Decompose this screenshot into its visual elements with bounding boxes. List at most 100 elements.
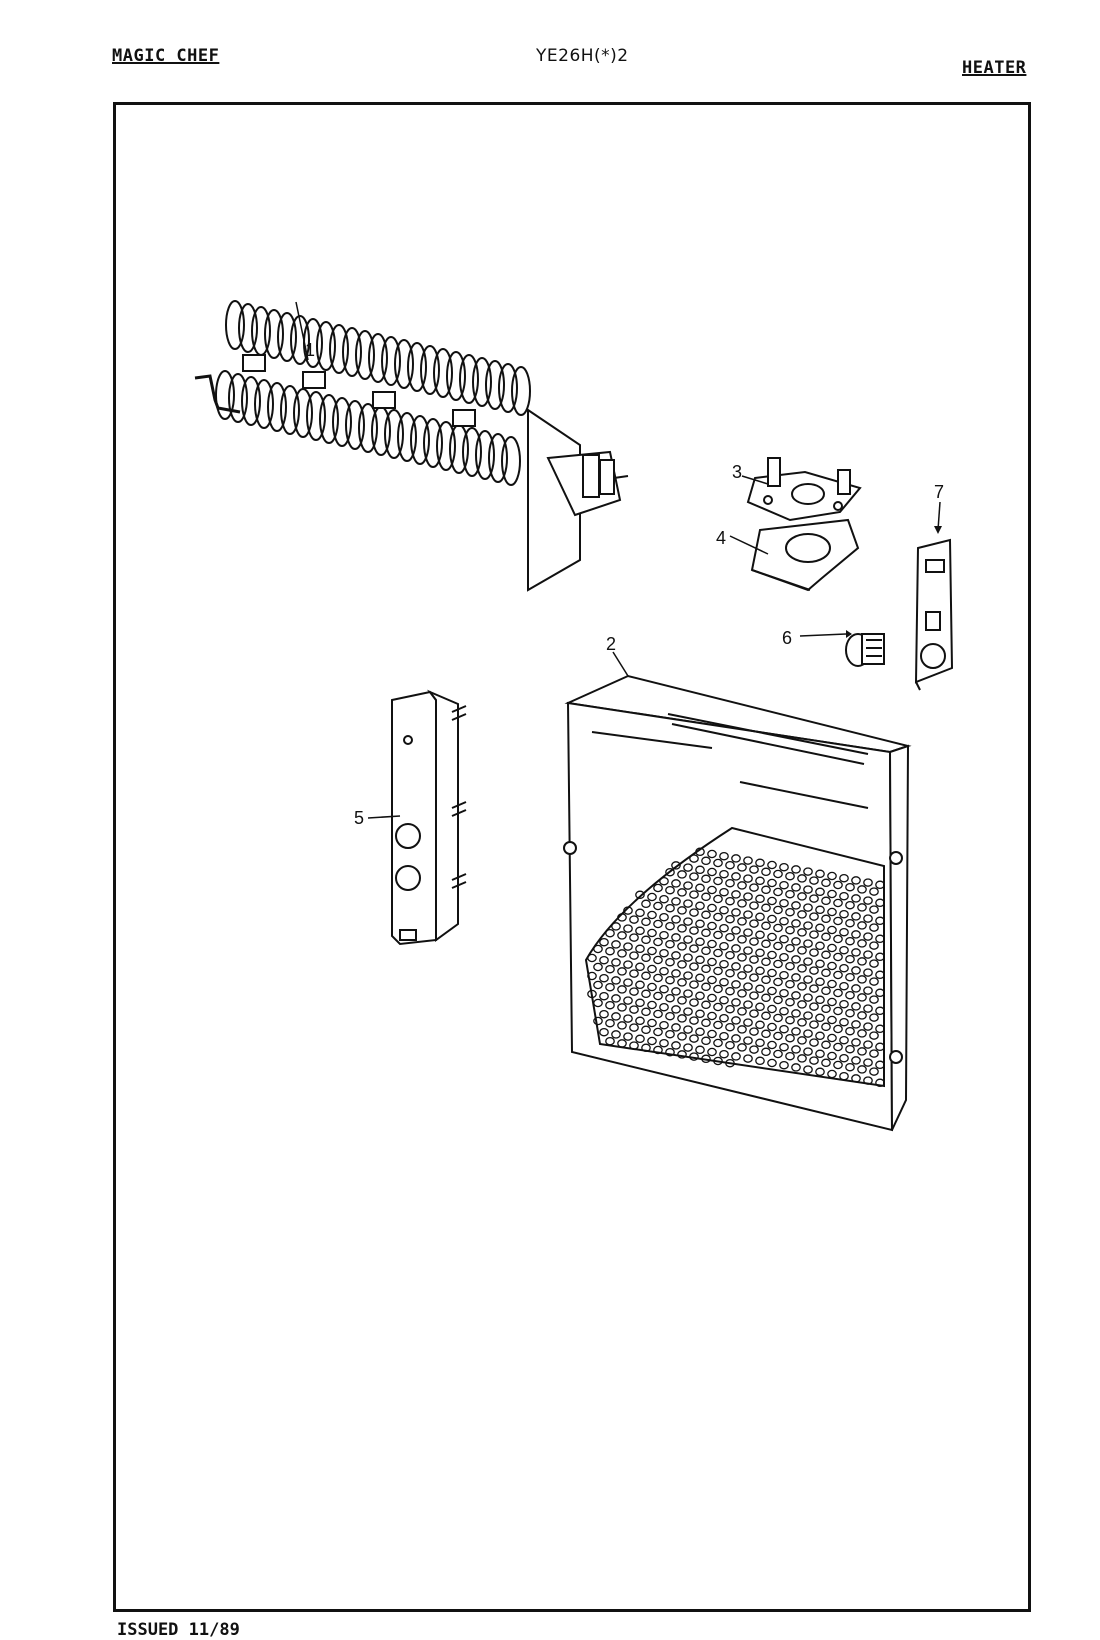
- perforation-hole: [701, 1000, 711, 1010]
- callout-4: 4: [716, 528, 726, 548]
- perforation-hole: [611, 922, 621, 931]
- perforation-hole: [731, 872, 741, 881]
- perforation-hole: [833, 1060, 843, 1070]
- perforation-hole: [635, 890, 645, 900]
- perforation-hole: [857, 975, 867, 984]
- perforation-hole: [695, 973, 705, 983]
- perforation-hole: [743, 892, 753, 901]
- perforation-hole: [719, 851, 729, 861]
- perforation-hole: [857, 921, 867, 930]
- perforation-hole: [797, 892, 807, 901]
- perforation-hole: [623, 960, 633, 969]
- perforation-hole: [683, 899, 693, 908]
- perforation-hole: [725, 1040, 735, 1050]
- perforation-hole: [611, 1030, 621, 1039]
- perforation-hole: [713, 858, 723, 868]
- perforation-hole: [737, 899, 747, 908]
- perforation-hole: [629, 969, 639, 978]
- perforation-hole: [857, 885, 867, 894]
- perforation-hole: [701, 1054, 711, 1064]
- perforation-hole: [719, 923, 729, 933]
- perforation-hole: [689, 872, 699, 881]
- perforation-hole: [809, 930, 819, 939]
- perforation-hole: [659, 912, 669, 922]
- perforation-hole: [851, 1020, 861, 1029]
- perforation-hole: [707, 957, 717, 967]
- perforation-hole: [803, 1047, 813, 1056]
- perforation-hole: [779, 952, 789, 962]
- perforation-hole: [767, 1058, 777, 1068]
- perforation-hole: [725, 932, 735, 942]
- perforation-hole: [593, 944, 603, 954]
- perforation-hole: [743, 1054, 753, 1063]
- perforation-hole: [875, 1024, 885, 1034]
- perforation-hole: [779, 916, 789, 926]
- perforation-hole: [647, 928, 657, 938]
- perforation-hole: [647, 892, 657, 902]
- perforation-hole: [821, 1058, 831, 1068]
- perforation-hole: [827, 1015, 837, 1025]
- perforation-hole: [779, 988, 789, 998]
- perforation-hole: [791, 1027, 801, 1036]
- perforation-hole: [773, 977, 783, 987]
- perforation-hole: [743, 928, 753, 937]
- perforation-hole: [755, 912, 765, 922]
- perforation-hole: [767, 1004, 777, 1014]
- perforation-hole: [707, 867, 717, 877]
- perforation-hole: [809, 1038, 819, 1047]
- perforation-hole: [665, 1011, 675, 1021]
- perforation-hole: [587, 989, 597, 999]
- perforation-hole: [611, 976, 621, 985]
- perforation-hole: [743, 856, 753, 865]
- perforation-hole: [725, 914, 735, 924]
- perforation-hole: [665, 867, 675, 877]
- perforation-hole: [671, 933, 681, 942]
- perforation-hole: [737, 1043, 747, 1052]
- perforation-hole: [839, 927, 849, 937]
- perforation-hole: [875, 952, 885, 962]
- perforation-hole: [683, 1025, 693, 1034]
- perforation-hole: [707, 1029, 717, 1039]
- perforation-hole: [605, 964, 615, 974]
- perforation-hole: [863, 914, 873, 923]
- perforation-hole: [617, 985, 627, 994]
- perforation-hole: [755, 876, 765, 886]
- perforation-hole: [875, 934, 885, 944]
- perforation-hole: [647, 982, 657, 992]
- perforation-hole: [737, 863, 747, 872]
- perforation-hole: [725, 968, 735, 978]
- perforation-hole: [731, 1052, 741, 1061]
- perforation-hole: [875, 988, 885, 998]
- perforation-hole: [713, 948, 723, 958]
- perforation-hole: [701, 964, 711, 974]
- perforation-hole: [677, 870, 687, 879]
- perforation-hole: [797, 1054, 807, 1063]
- perforation-hole: [839, 945, 849, 955]
- leader-4: [729, 535, 769, 555]
- perforation-hole: [869, 887, 879, 896]
- perforation-hole: [713, 876, 723, 886]
- perforation-hole: [713, 930, 723, 940]
- perforation-hole: [617, 913, 627, 922]
- perforation-hole: [701, 928, 711, 938]
- perforation-hole: [839, 1017, 849, 1027]
- perforation-hole: [773, 923, 783, 933]
- perforation-hole: [587, 971, 597, 981]
- perforation-hole: [689, 944, 699, 953]
- perforation-hole: [743, 946, 753, 955]
- perforation-hole: [833, 1006, 843, 1016]
- perforation-hole: [863, 1058, 873, 1067]
- heater-housing-part-2: [563, 674, 912, 1132]
- perforation-hole: [755, 1056, 765, 1066]
- perforation-hole: [791, 919, 801, 928]
- perforation-hole: [623, 906, 633, 915]
- perforation-hole: [875, 916, 885, 926]
- perforation-hole: [731, 908, 741, 917]
- perforation-hole: [623, 978, 633, 987]
- perforation-hole: [845, 1062, 855, 1072]
- perforation-hole: [659, 1002, 669, 1012]
- perforation-hole: [713, 1038, 723, 1048]
- perforation-hole: [737, 971, 747, 980]
- perforation-hole: [857, 1047, 867, 1056]
- perforation-hole: [833, 916, 843, 926]
